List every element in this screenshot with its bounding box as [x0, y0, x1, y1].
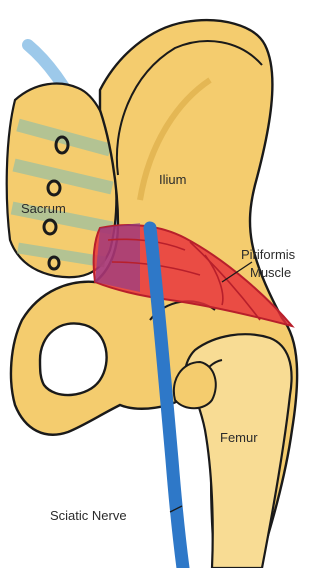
piriformis-label-line1: Piriformis [241, 247, 296, 262]
sacrum-label: Sacrum [21, 201, 66, 216]
piriformis-label-line2: Muscle [250, 265, 291, 280]
sciatic-nerve-label: Sciatic Nerve [50, 508, 127, 523]
femur-label: Femur [220, 430, 258, 445]
ilium-label: Ilium [159, 172, 186, 187]
obturator-foramen [40, 323, 107, 395]
femur [174, 334, 292, 568]
